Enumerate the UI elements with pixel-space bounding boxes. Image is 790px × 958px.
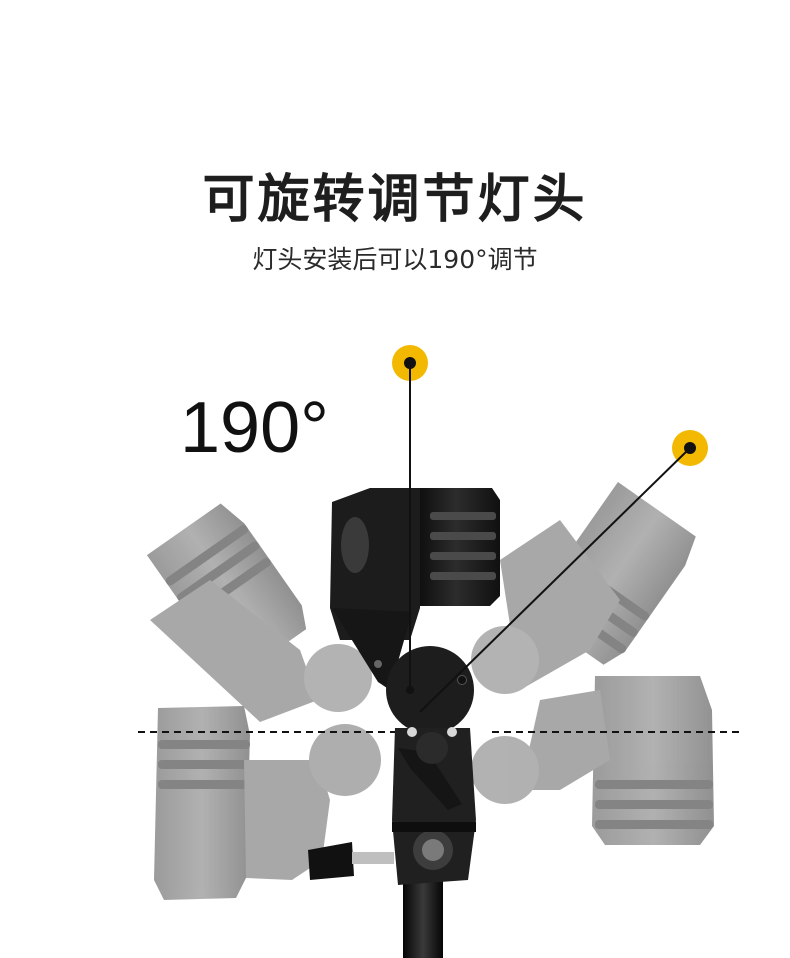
- main-lamp-holder: [308, 488, 500, 885]
- ghost-lamp-upper-right: [471, 482, 696, 694]
- rotation-angle-label: 190°: [180, 388, 329, 468]
- callout-marker-top: [392, 345, 428, 694]
- page-subtitle: 灯头安装后可以190°调节: [252, 245, 538, 274]
- callout-marker-right: [419, 430, 708, 713]
- ghost-lamp-lower-left: [154, 706, 381, 900]
- ghost-lamp-upper-left: [146, 503, 372, 722]
- page-title: 可旋转调节灯头: [202, 170, 588, 230]
- stand-pole: [403, 880, 443, 958]
- ghost-lamp-lower-right: [471, 676, 714, 845]
